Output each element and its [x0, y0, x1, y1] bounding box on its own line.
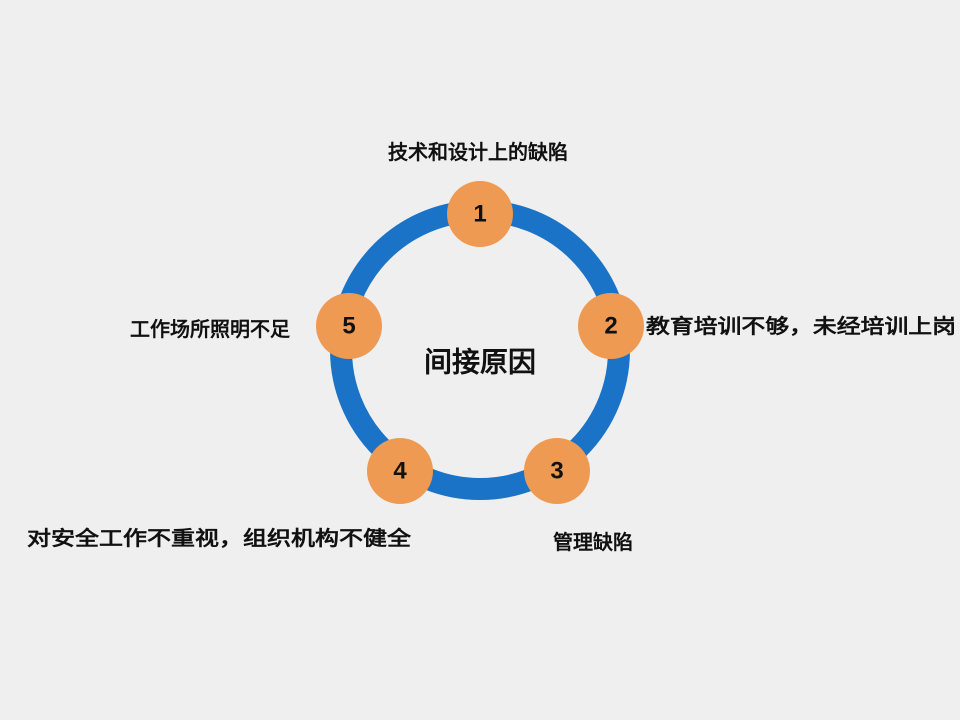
node-2-circle: [578, 293, 644, 359]
cause-node-5: 5: [316, 293, 382, 359]
node-4-number: 4: [393, 458, 407, 485]
node-1-label: 技术和设计上的缺陷: [388, 140, 568, 164]
node-4-circle: [367, 438, 433, 504]
node-3-circle: [524, 438, 590, 504]
cause-node-3: 3: [524, 438, 590, 504]
node-5-circle: [316, 293, 382, 359]
cause-node-2: 2: [578, 293, 644, 359]
node-3-number: 3: [550, 458, 563, 485]
cause-node-4: 4: [367, 438, 433, 504]
center-title: 间接原因: [424, 346, 536, 379]
node-3-label: 管理缺陷: [553, 530, 633, 554]
node-1-circle: [447, 181, 513, 247]
node-1-number: 1: [473, 201, 486, 228]
node-5-number: 5: [342, 313, 355, 340]
node-4-label: 对安全工作不重视，组织机构不健全: [27, 526, 412, 550]
node-2-number: 2: [604, 313, 617, 340]
node-5-label: 工作场所照明不足: [130, 317, 291, 341]
node-2-label: 教育培训不够，未经培训上岗: [646, 314, 956, 338]
cause-node-1: 1: [447, 181, 513, 247]
